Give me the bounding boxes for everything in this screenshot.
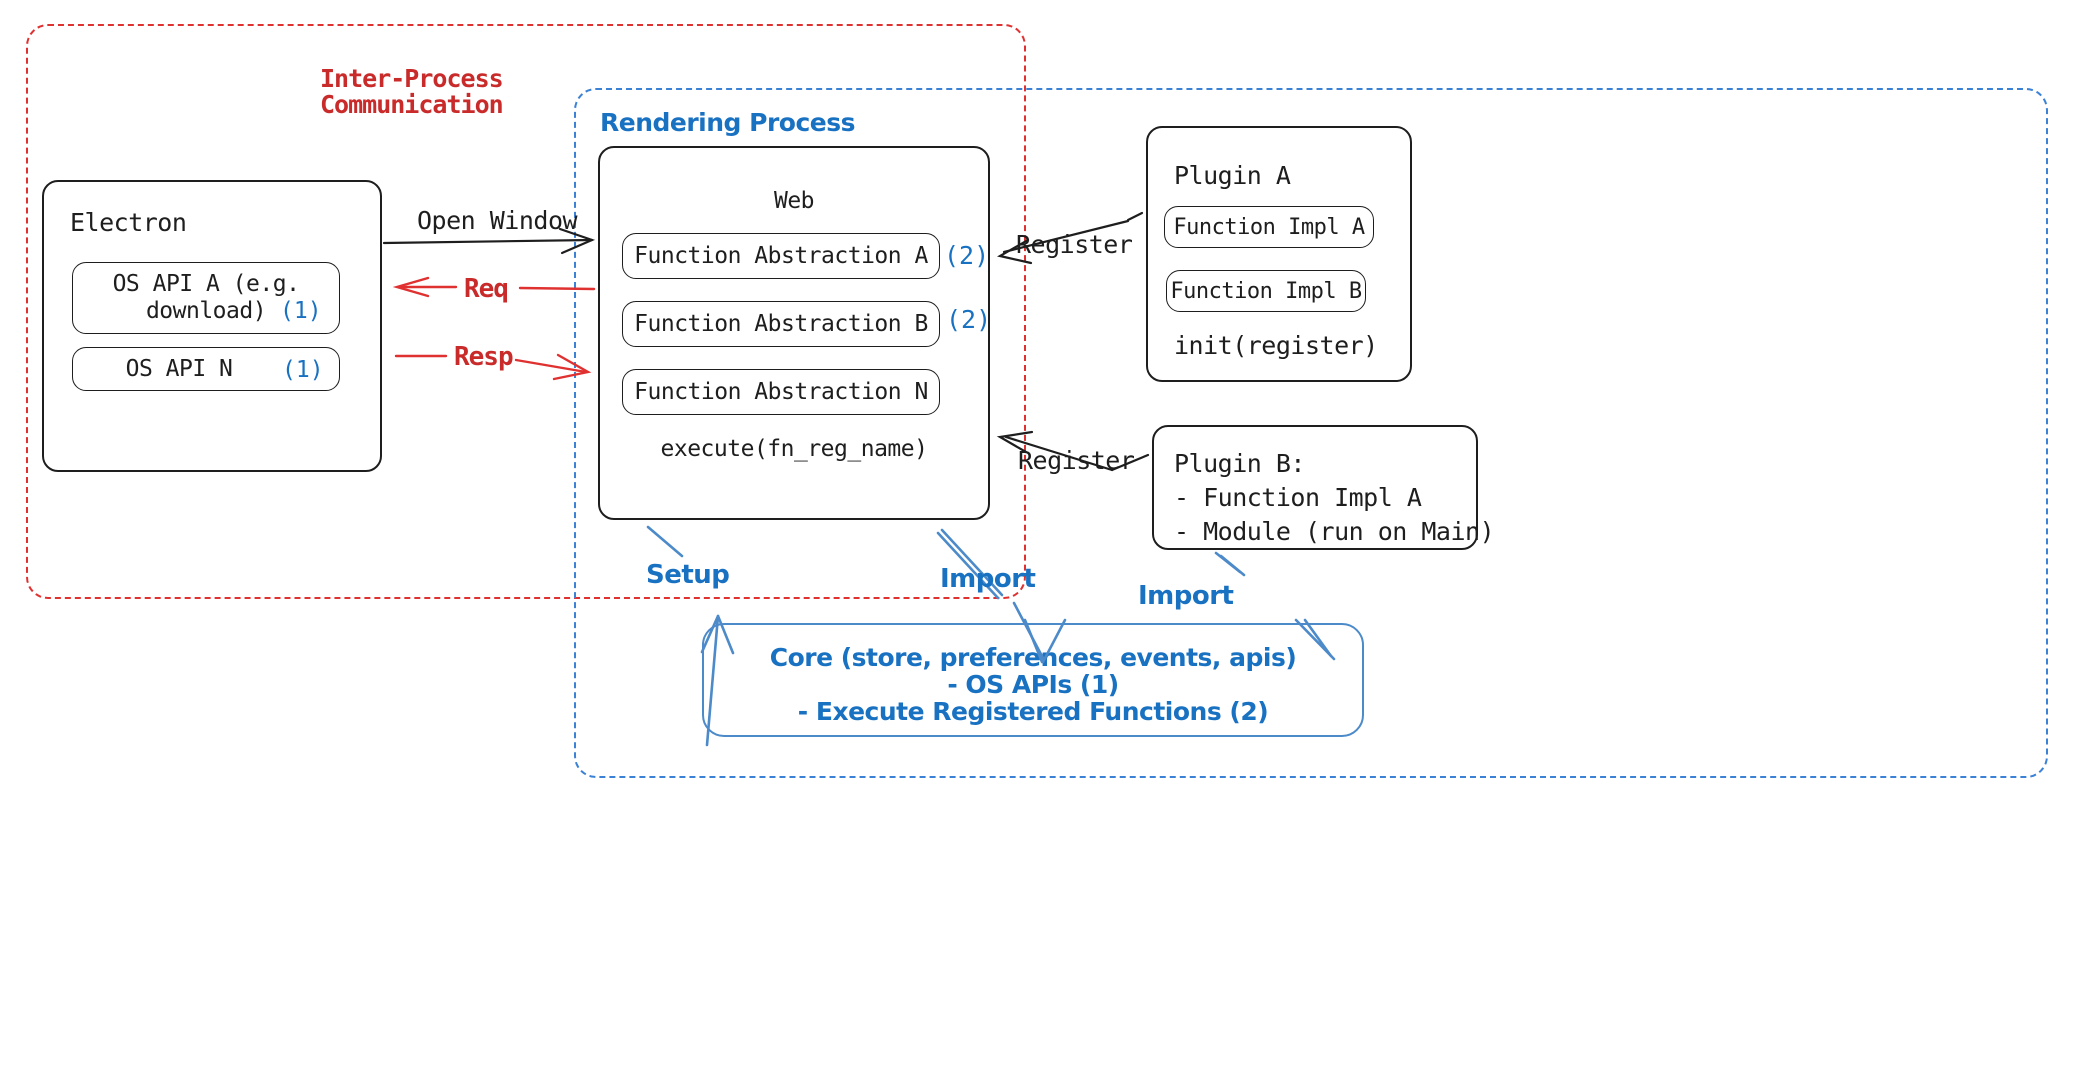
plugin-a-box (1146, 126, 1412, 382)
function-abstraction-n-label: Function Abstraction N (634, 379, 928, 405)
plugin-a-function-impl-b-label: Function Impl B (1170, 278, 1362, 304)
function-abstraction-n-box[interactable]: Function Abstraction N (622, 369, 940, 415)
plugin-b-box (1152, 425, 1478, 550)
core-line-1: Core (store, preferences, events, apis) (769, 643, 1297, 672)
plugin-a-init-label: init(register) (1174, 331, 1378, 360)
function-abstraction-a-box[interactable]: Function Abstraction A (622, 233, 940, 279)
os-api-a-label-line2: download) (145, 298, 267, 324)
group-rendering-process (574, 88, 2048, 778)
plugin-b-line-2: - Module (run on Main) (1174, 517, 1495, 546)
arrow-label-register-top: Register (1016, 230, 1133, 259)
function-abstraction-b-badge: (2) (946, 305, 992, 334)
os-api-n-box[interactable]: OS API N (72, 347, 340, 391)
arrow-label-setup: Setup (646, 560, 730, 590)
arrow-label-open-window: Open Window (417, 206, 578, 235)
arrow-label-import-middle: Import (940, 564, 1036, 594)
plugin-b-title: Plugin B: (1174, 449, 1305, 478)
ipc-group-label-line1: Inter-Process (320, 64, 504, 93)
rendering-process-group-label: Rendering Process (600, 108, 856, 137)
core-line-2: - OS APIs (1) (947, 670, 1119, 699)
plugin-a-function-impl-a-box[interactable]: Function Impl A (1164, 206, 1374, 248)
function-abstraction-b-label: Function Abstraction B (634, 311, 928, 337)
plugin-a-title: Plugin A (1174, 161, 1291, 190)
arrow-label-register-bottom: Register (1018, 446, 1135, 475)
plugin-a-function-impl-b-box[interactable]: Function Impl B (1166, 270, 1366, 312)
os-api-n-label: OS API N (125, 356, 233, 382)
web-title: Web (773, 188, 815, 214)
plugin-b-line-1: - Function Impl A (1174, 483, 1422, 512)
electron-box (42, 180, 382, 472)
plugin-a-function-impl-a-label: Function Impl A (1173, 214, 1365, 240)
os-api-n-badge: (1) (282, 357, 324, 383)
function-abstraction-b-box[interactable]: Function Abstraction B (622, 301, 940, 347)
os-api-a-badge: (1) (280, 298, 322, 324)
arrow-label-import-right: Import (1138, 581, 1234, 611)
web-box (598, 146, 990, 520)
ipc-group-label-line2: Communication (320, 90, 504, 119)
os-api-a-box[interactable]: OS API A (e.g. download) (72, 262, 340, 334)
core-line-3: - Execute Registered Functions (2) (797, 697, 1269, 726)
group-inter-process-communication (26, 24, 1026, 599)
web-execute-label: execute(fn_reg_name) (660, 436, 928, 462)
arrow-label-resp: Resp (454, 342, 514, 372)
electron-title: Electron (70, 208, 187, 237)
function-abstraction-a-badge: (2) (944, 241, 990, 270)
function-abstraction-a-label: Function Abstraction A (634, 243, 928, 269)
arrow-label-req: Req (464, 274, 509, 304)
os-api-a-label-line1: OS API A (e.g. (112, 270, 300, 297)
